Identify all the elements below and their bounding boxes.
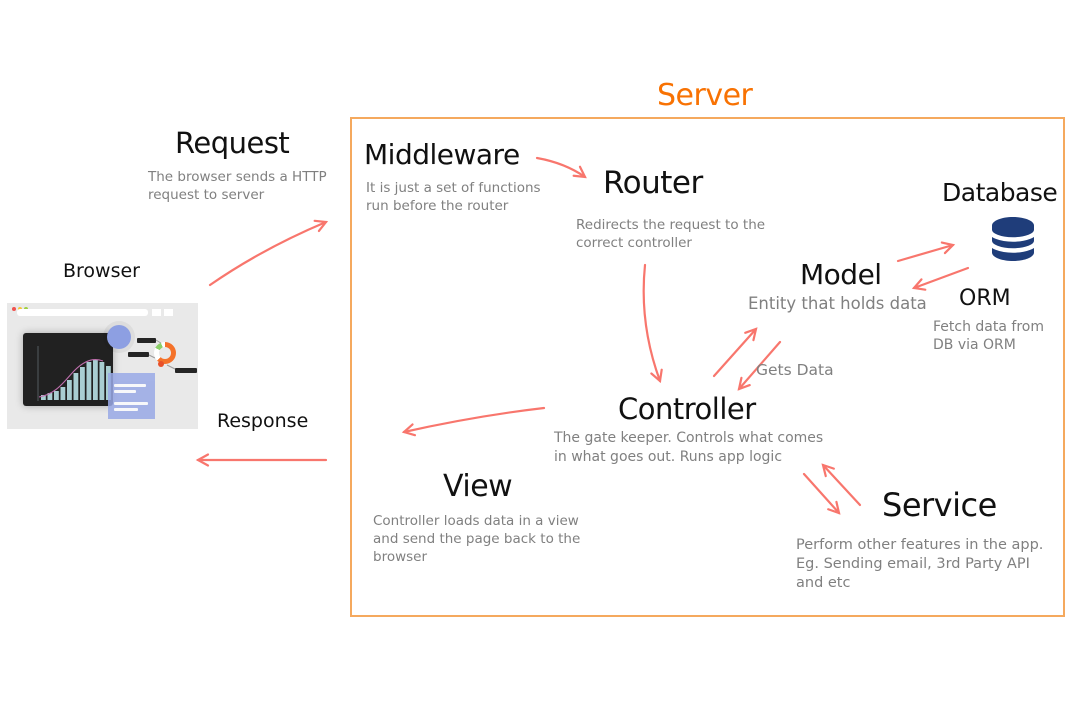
model-desc: Entity that holds data: [748, 294, 927, 313]
window-close-dot-icon: [12, 307, 16, 311]
browser-window-icon: [7, 303, 198, 429]
server-title: Server: [657, 78, 753, 113]
service-title: Service: [882, 486, 997, 524]
request-title: Request: [175, 126, 290, 160]
router-title: Router: [603, 165, 703, 201]
middleware-title: Middleware: [364, 138, 520, 171]
middleware-desc: It is just a set of functions run before…: [366, 180, 541, 214]
browser-label: Browser: [63, 260, 140, 282]
legend-bar-shape: [175, 368, 197, 373]
toolbar-square-shape: [152, 309, 161, 316]
donut-marker-dot: [158, 361, 164, 367]
server-boundary-box: [350, 117, 1065, 617]
database-title: Database: [942, 178, 1058, 207]
view-desc: Controller loads data in a view and send…: [373, 513, 581, 565]
toolbar-square-shape: [164, 309, 173, 316]
mini-bar-chart-icon: [23, 333, 113, 406]
database-icon: [992, 217, 1034, 261]
orm-title: ORM: [959, 286, 1011, 311]
controller-title: Controller: [618, 392, 756, 426]
request-arrow: [208, 219, 329, 287]
router-desc: Redirects the request to the correct con…: [576, 217, 766, 251]
pie-circle-icon: [107, 325, 131, 349]
response-label: Response: [217, 410, 309, 432]
text-panel-shape: [108, 373, 155, 419]
donut-chart-icon: [154, 342, 176, 364]
service-desc: Perform other features in the app. Eg. S…: [796, 537, 1044, 591]
view-title: View: [443, 469, 513, 504]
address-bar-shape: [17, 309, 148, 316]
model-title: Model: [800, 258, 882, 291]
gets-data-label: Gets Data: [756, 361, 834, 379]
legend-bar-shape: [128, 352, 149, 357]
orm-desc: Fetch data from DB via ORM: [933, 319, 1044, 353]
legend-bar-shape: [137, 338, 156, 343]
controller-desc: The gate keeper. Controls what comes in …: [554, 430, 824, 465]
request-desc: The browser sends a HTTP request to serv…: [148, 169, 327, 203]
